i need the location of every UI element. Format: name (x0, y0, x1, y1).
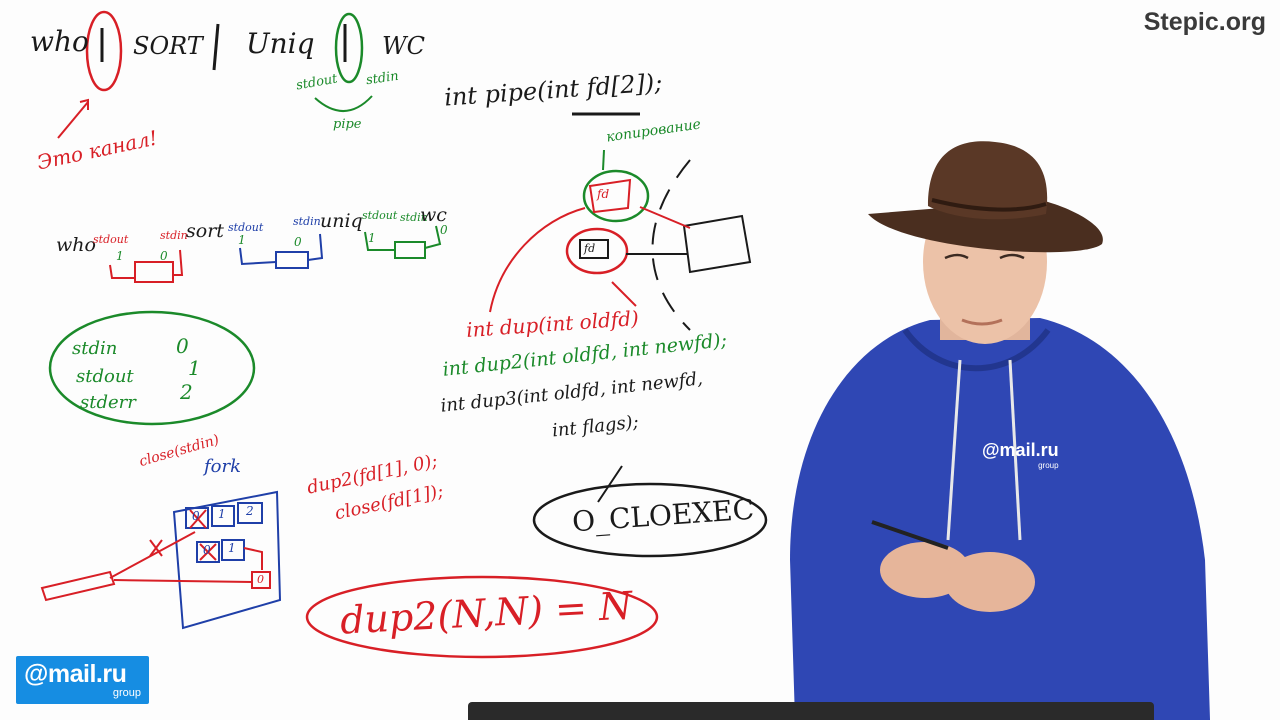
sort-mid: sort (186, 220, 224, 242)
keyboard (468, 702, 1154, 720)
pipe-object (40, 570, 116, 602)
fd-label-1: fd (597, 187, 610, 201)
fork-note: fork (204, 456, 242, 477)
presenter (790, 141, 1210, 720)
kernel-file-box (682, 214, 752, 274)
mailru-logo: @mail.ru group (16, 656, 149, 704)
uniq-mid: uniq (320, 210, 363, 232)
box-label-1: 1 (218, 507, 226, 521)
box-label-1b: 1 (228, 541, 236, 555)
pipe-bar-2 (212, 23, 220, 71)
uniq-top: Uniq (246, 27, 315, 60)
fd-label-2: fd (584, 242, 596, 255)
fd-stdin: stdin (72, 338, 118, 359)
wc-top: WC (382, 32, 426, 60)
red-pipe-ellipse (85, 10, 123, 92)
channel-arrow (57, 101, 89, 139)
box-label-2: 2 (246, 504, 254, 518)
fd-stdin-value: 0 (176, 334, 189, 358)
mid-stdin-3: stdin (400, 211, 428, 224)
box-label-0: 0 (192, 509, 200, 523)
pipe-label: pipe (333, 117, 362, 132)
who-top: who (30, 25, 89, 58)
mid-stdin-2: stdin (293, 215, 321, 228)
mailru-logo-sub: group (112, 687, 141, 699)
fd-table-ellipse (48, 310, 256, 426)
green-pipe-ellipse (334, 12, 364, 84)
cloexec-ellipse (532, 482, 768, 558)
box-label-0c: 0 (257, 573, 264, 586)
fd-stderr-value: 2 (180, 380, 193, 404)
mailru-logo-main: @mail.ru (24, 660, 127, 688)
mid-zero-2: 0 (294, 235, 302, 249)
green-pipe-arc (314, 95, 373, 112)
shirt-logo-main: @mail.ru (982, 440, 1059, 460)
fd-stdout-value: 1 (188, 356, 201, 380)
fd-stderr: stderr (80, 392, 136, 413)
mid-stdout-2: stdout (228, 221, 264, 234)
shirt-logo: @mail.ru group (982, 440, 1059, 470)
mid-one-3: 1 (368, 231, 376, 245)
shirt-logo-sub: group (1038, 461, 1059, 470)
mid-zero-1: 0 (160, 249, 168, 263)
mid-zero-3: 0 (440, 223, 448, 237)
mid-one-1: 1 (116, 249, 124, 263)
process-box (172, 490, 282, 630)
wc-mid: wc (420, 204, 447, 226)
mid-stdout-1: stdout (93, 233, 129, 246)
stepic-watermark: Stepic.org (1143, 8, 1266, 36)
mid-stdin-1: stdin (160, 229, 188, 242)
sort-top: SORT (133, 32, 203, 60)
box-label-0b: 0 (203, 543, 211, 557)
mid-one-2: 1 (238, 233, 246, 247)
mid-stdout-3: stdout (362, 209, 398, 222)
who-mid: who (56, 234, 96, 256)
dup2-identity-ellipse (305, 575, 659, 659)
fd-stdout: stdout (76, 366, 134, 387)
